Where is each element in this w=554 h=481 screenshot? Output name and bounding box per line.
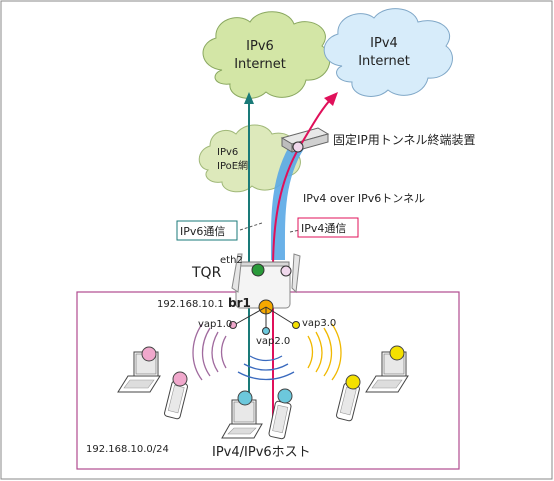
pink-phone-host <box>164 371 188 420</box>
wifi-waves-pink <box>192 323 227 381</box>
ipv6-comm-leader <box>239 222 263 231</box>
br1-label: br1 <box>228 296 251 310</box>
router-name: TQR <box>192 265 222 281</box>
cyan-phone-host <box>268 388 293 440</box>
yellow-laptop-host <box>365 345 409 393</box>
ipv6-internet-line2: Internet <box>234 57 286 72</box>
wifi-waves-blue <box>237 355 295 381</box>
hosts-label: IPv4/IPv6ホスト <box>212 445 311 460</box>
ipv4-comm-label: IPv4通信 <box>301 222 347 235</box>
vap2-port <box>262 327 270 335</box>
router-ip-label: 192.168.10.1 <box>157 299 224 310</box>
ipv4-internet-label: IPv4 Internet <box>346 35 422 71</box>
eth2-label: eth2 <box>220 255 243 266</box>
ipv6-internet-line1: IPv6 <box>246 39 274 54</box>
pink-laptop-host <box>117 346 161 393</box>
ipv6-arrowhead <box>244 92 254 104</box>
vap1-port <box>229 321 237 329</box>
ipv6-internet-cloud <box>202 11 331 99</box>
ipv4-arrowhead <box>324 92 338 106</box>
ipv6-internet-label: IPv6 Internet <box>222 38 298 74</box>
ipv6-comm-label: IPv6通信 <box>180 225 226 238</box>
tunnel-label: IPv4 over IPv6トンネル <box>303 192 426 205</box>
ipoe-line2: IPoE網 <box>217 161 249 172</box>
vap2-label: vap2.0 <box>256 336 291 347</box>
vap1-link <box>233 306 267 326</box>
ipv4-internet-line1: IPv4 <box>370 36 398 51</box>
tunnel-end-port <box>292 141 304 153</box>
ipv4-side-port <box>280 265 292 277</box>
vap3-link <box>265 306 296 326</box>
fixed-ip-device-label: 固定IP用トンネル終端装置 <box>333 133 476 147</box>
network-label: 192.168.10.0/24 <box>86 444 169 455</box>
ipoe-network-label: IPv6 IPoE網 <box>217 146 248 174</box>
ipv4-internet-cloud <box>323 8 453 97</box>
ipv4-comm-box <box>297 217 359 238</box>
eth2-port <box>251 263 265 277</box>
ipv6-comm-box <box>176 220 238 241</box>
vap3-port <box>292 321 300 329</box>
ipoe-line1: IPv6 <box>217 147 239 158</box>
ipv4-internet-line2: Internet <box>358 54 410 69</box>
cyan-laptop-host <box>221 390 263 439</box>
wifi-waves-yellow <box>307 323 342 381</box>
yellow-phone-host <box>336 374 361 422</box>
vap1-label: vap1.0 <box>198 319 233 330</box>
vap3-label: vap3.0 <box>302 318 337 329</box>
tunnel-termination-device <box>280 127 330 153</box>
ipv4-path <box>272 97 333 420</box>
